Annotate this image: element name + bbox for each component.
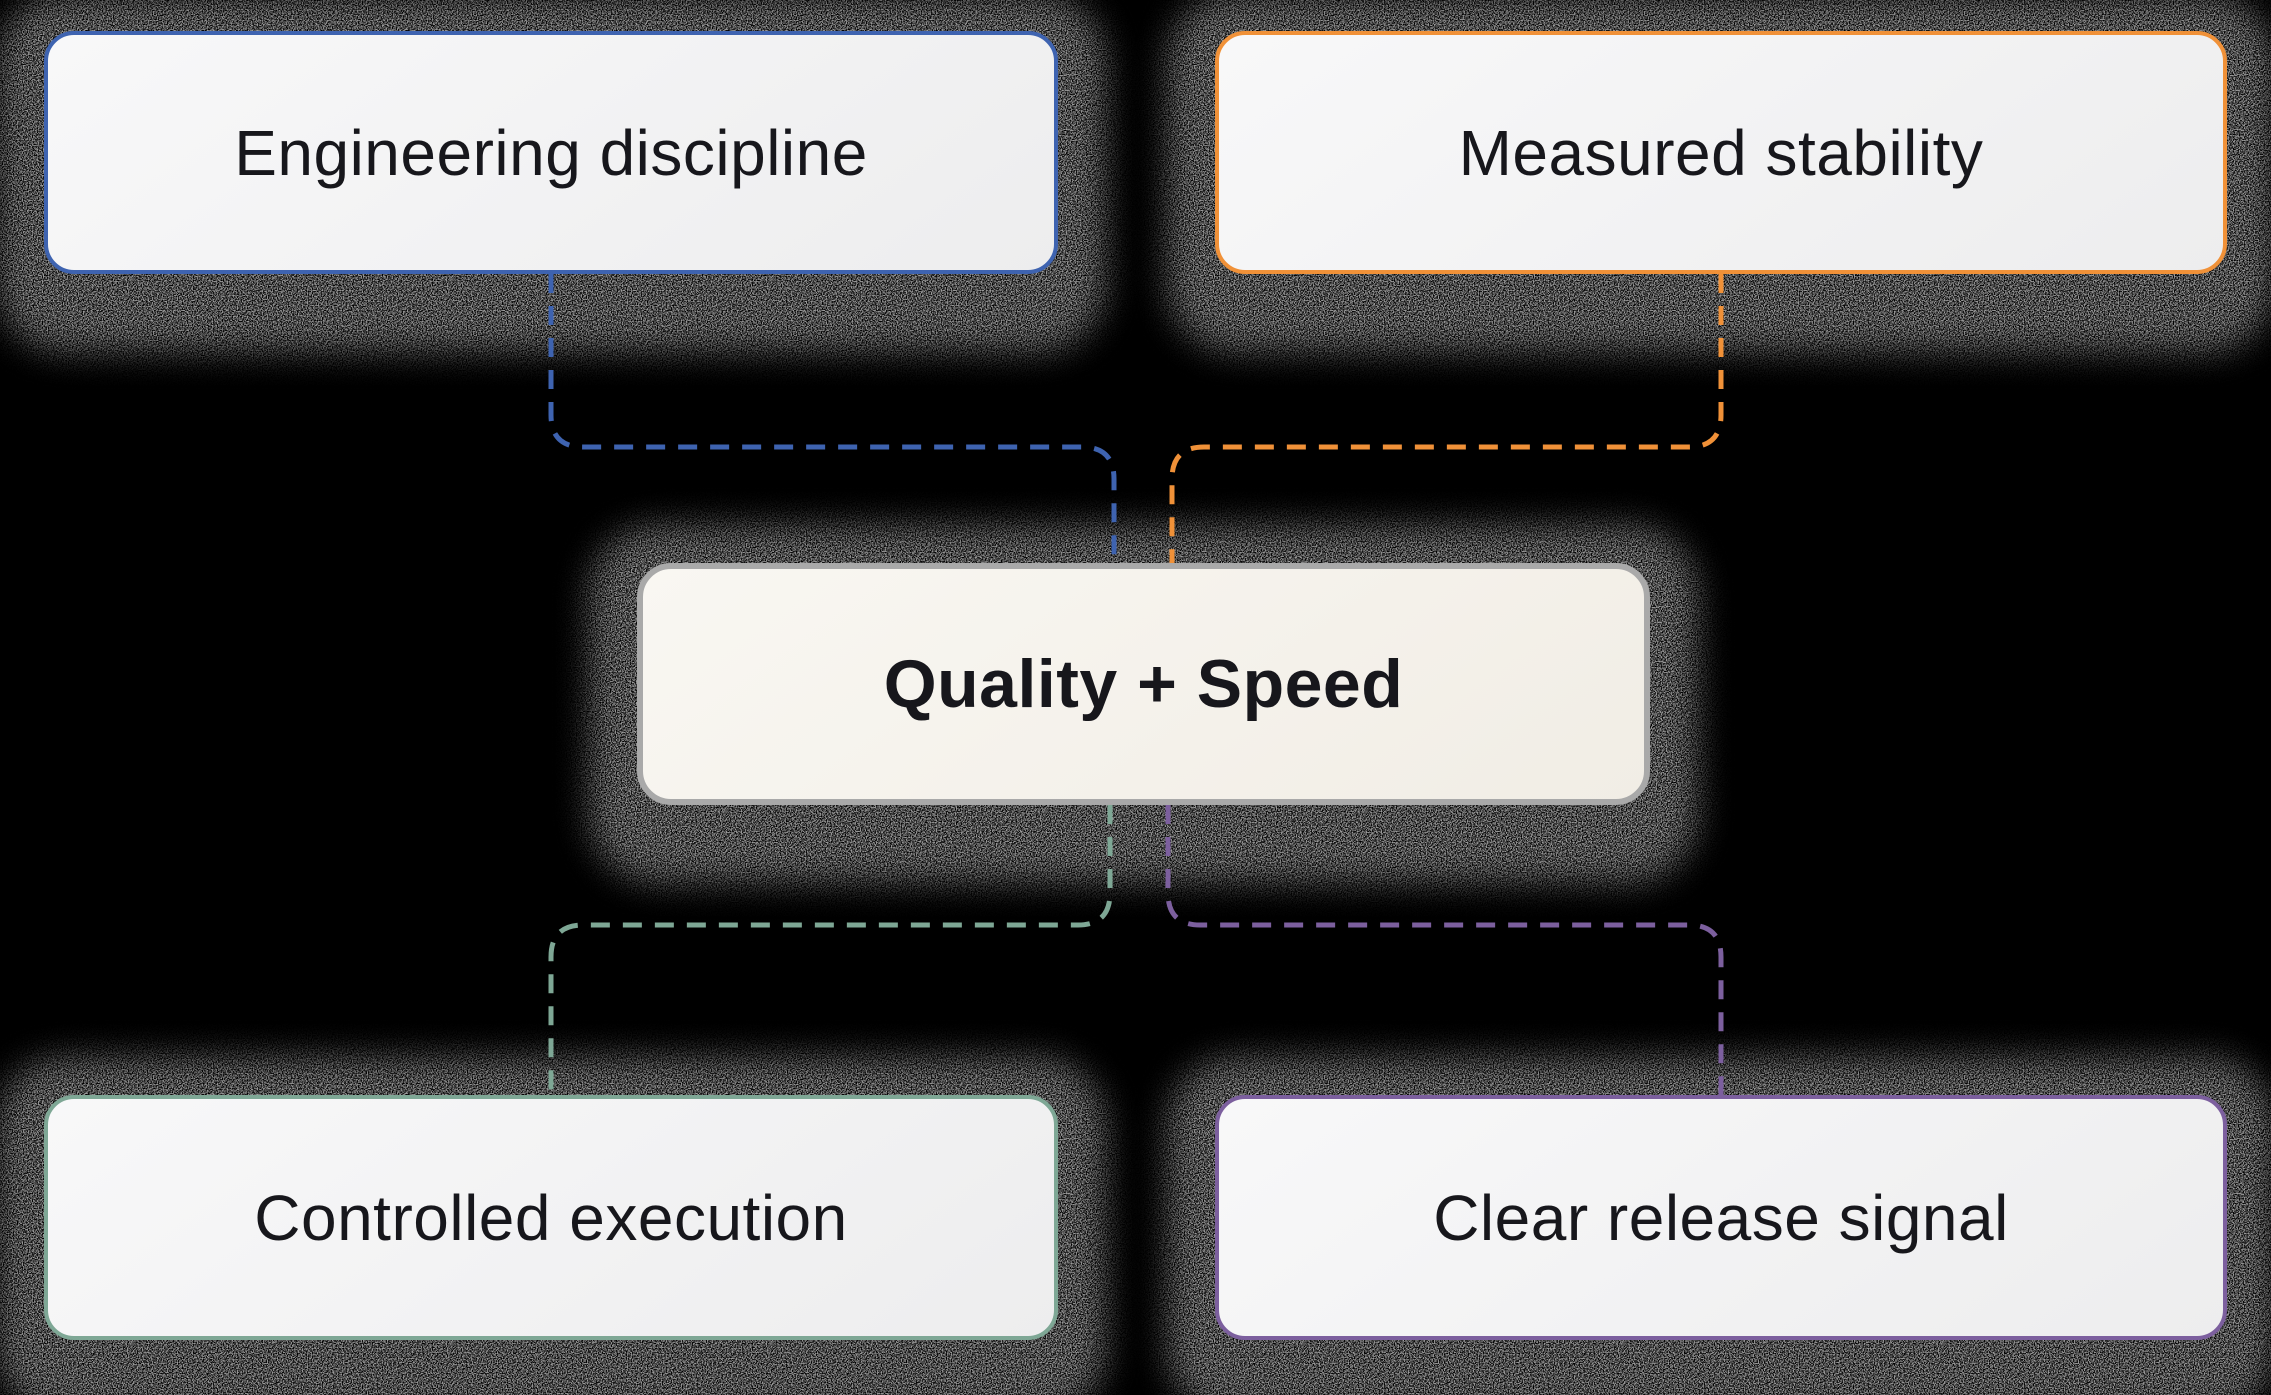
node-measured-stability: Measured stability <box>1215 31 2227 274</box>
node-label: Engineering discipline <box>234 116 868 189</box>
node-label: Clear release signal <box>1433 1181 2009 1254</box>
node-label: Measured stability <box>1458 116 1984 189</box>
node-engineering-discipline: Engineering discipline <box>44 31 1058 274</box>
node-clear-release-signal: Clear release signal <box>1215 1095 2227 1340</box>
node-label: Quality + Speed <box>883 646 1404 722</box>
node-quality-plus-speed: Quality + Speed <box>637 563 1650 805</box>
node-controlled-execution: Controlled execution <box>44 1095 1058 1340</box>
node-label: Controlled execution <box>254 1181 848 1254</box>
